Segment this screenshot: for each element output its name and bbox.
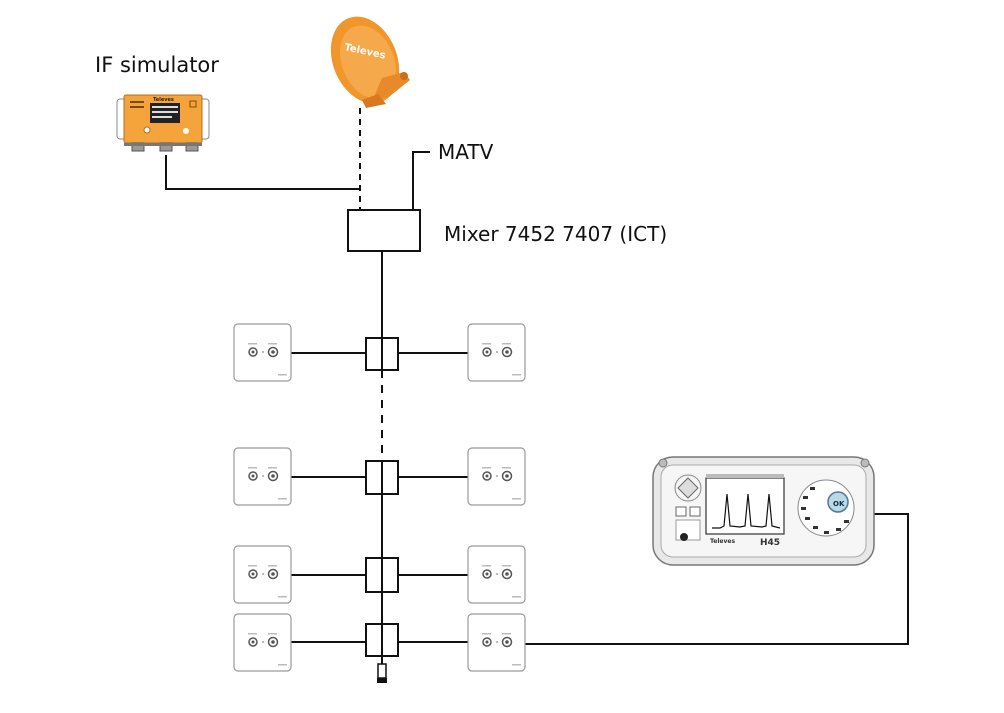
cable-if-to-mixer	[165, 155, 360, 190]
tap-4	[365, 623, 399, 657]
outlets	[233, 323, 526, 672]
outlet-4-left	[233, 613, 292, 672]
cables	[165, 108, 909, 664]
taps	[365, 337, 399, 657]
terminator	[377, 663, 387, 683]
cable-matv	[412, 151, 430, 210]
tap-3	[365, 557, 399, 593]
outlet-2-left	[233, 447, 292, 506]
mixer-box	[347, 209, 421, 252]
outlet-1-left	[233, 323, 292, 382]
outlet-2-right	[467, 447, 526, 506]
label-if-simulator: IF simulator	[95, 53, 219, 77]
outlet-3-left	[233, 545, 292, 604]
outlet-3-right	[467, 545, 526, 604]
outlet-4-right	[467, 613, 526, 672]
meter-brand-text: Televes	[710, 538, 735, 545]
if-box-brand-text: Televes	[153, 97, 174, 103]
cable-outlet-to-meter	[506, 513, 909, 645]
satellite-dish-icon: Televes	[330, 16, 410, 108]
label-mixer: Mixer 7452 7407 (ICT)	[444, 222, 668, 246]
tap-2	[365, 460, 399, 495]
meter-model-text: H45	[760, 538, 780, 548]
spectrum-trace	[712, 493, 781, 529]
field-meter-device-icon: OK Televes H45	[652, 456, 875, 566]
meter-ok-text: OK	[833, 500, 845, 508]
if-simulator-device-icon: Televes	[116, 94, 210, 152]
label-matv: MATV	[438, 140, 494, 164]
outlet-1-right	[467, 323, 526, 382]
tap-1	[365, 337, 399, 371]
